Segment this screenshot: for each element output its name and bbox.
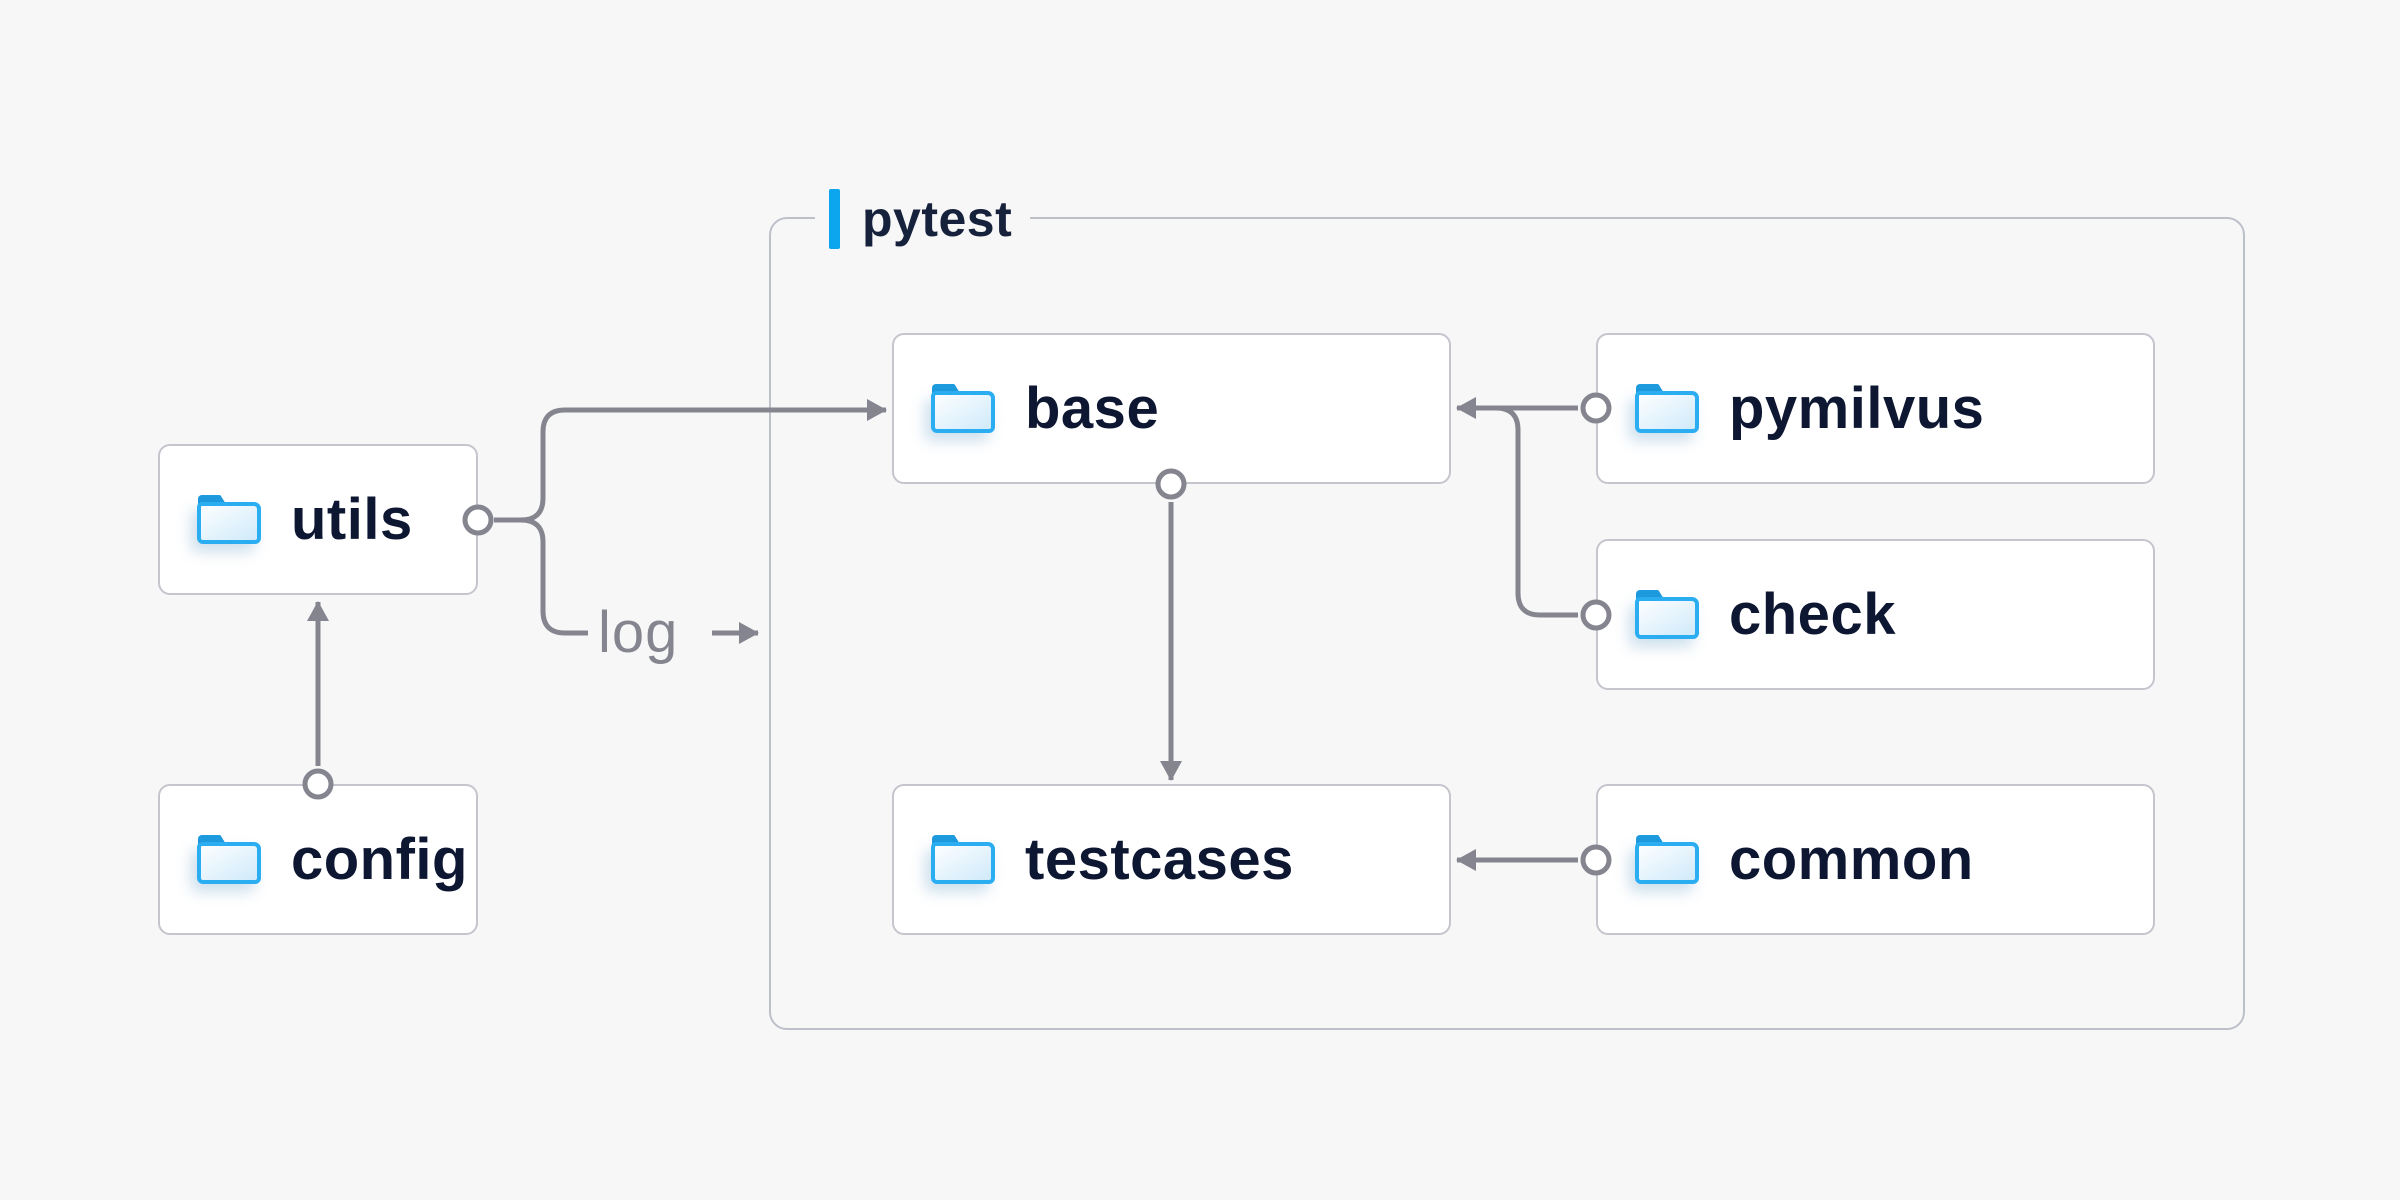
node-label: common [1729,827,1974,892]
folder-icon [1635,835,1699,884]
node-common: common [1596,784,2155,935]
folder-icon [197,495,261,544]
node-label: testcases [1025,827,1294,892]
edge-label-log: log [598,600,679,665]
node-pymilvus: pymilvus [1596,333,2155,484]
accent-bar-icon [829,189,840,249]
folder-icon [197,835,261,884]
edge-utils-log [520,517,588,636]
node-testcases: testcases [892,784,1451,935]
node-label: check [1729,582,1896,647]
cluster-label-text: pytest [862,191,1013,247]
node-base: base [892,333,1451,484]
node-label: config [291,827,468,892]
node-utils: utils [158,444,478,595]
node-label: pymilvus [1729,376,1985,441]
node-label: base [1025,376,1160,441]
pytest-cluster-label: pytest [815,187,1031,251]
pytest-cluster: pytest [769,187,2245,1030]
folder-icon [931,835,995,884]
node-check: check [1596,539,2155,690]
node-label: utils [291,487,413,552]
folder-icon [1635,384,1699,433]
folder-icon [1635,590,1699,639]
folder-icon [931,384,995,433]
node-config: config [158,784,478,935]
